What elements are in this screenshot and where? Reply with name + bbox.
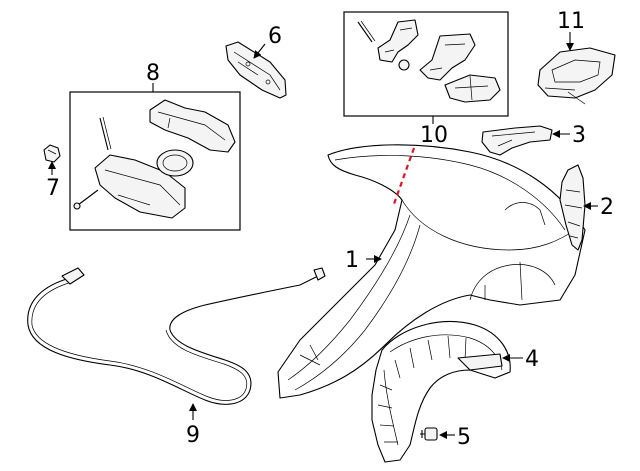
fuel-door-housing-box (69, 91, 241, 231)
wheel-house-liner-part[interactable] (371, 321, 511, 463)
release-cable-part[interactable] (27, 267, 326, 405)
lock-assembly-part[interactable] (357, 19, 501, 103)
cover-plate-part[interactable] (225, 41, 287, 99)
housing-part[interactable] (537, 47, 616, 105)
quarter-panel-part[interactable] (277, 144, 586, 399)
clip-part[interactable] (420, 427, 438, 441)
callout-5: 5 (457, 425, 471, 450)
callout-6: 6 (268, 24, 282, 49)
cut-line (392, 147, 416, 205)
callout-10: 10 (420, 123, 448, 148)
rod-part (99, 117, 109, 151)
callout-3: 3 (572, 123, 586, 148)
callout-4: 4 (525, 347, 539, 372)
callout-7: 7 (46, 176, 60, 201)
small-bracket-part[interactable] (481, 125, 553, 156)
callout-9: 9 (186, 423, 200, 448)
bracket-part[interactable] (559, 164, 586, 251)
callout-8: 8 (146, 61, 160, 86)
callout-11: 11 (557, 9, 585, 34)
fuel-door-housing-part[interactable] (73, 99, 236, 219)
fastener-part[interactable] (43, 144, 61, 163)
callout-1: 1 (345, 248, 359, 273)
callout-2: 2 (600, 195, 614, 220)
lock-assembly-box (343, 11, 509, 117)
callout-6-arrow (253, 43, 266, 59)
